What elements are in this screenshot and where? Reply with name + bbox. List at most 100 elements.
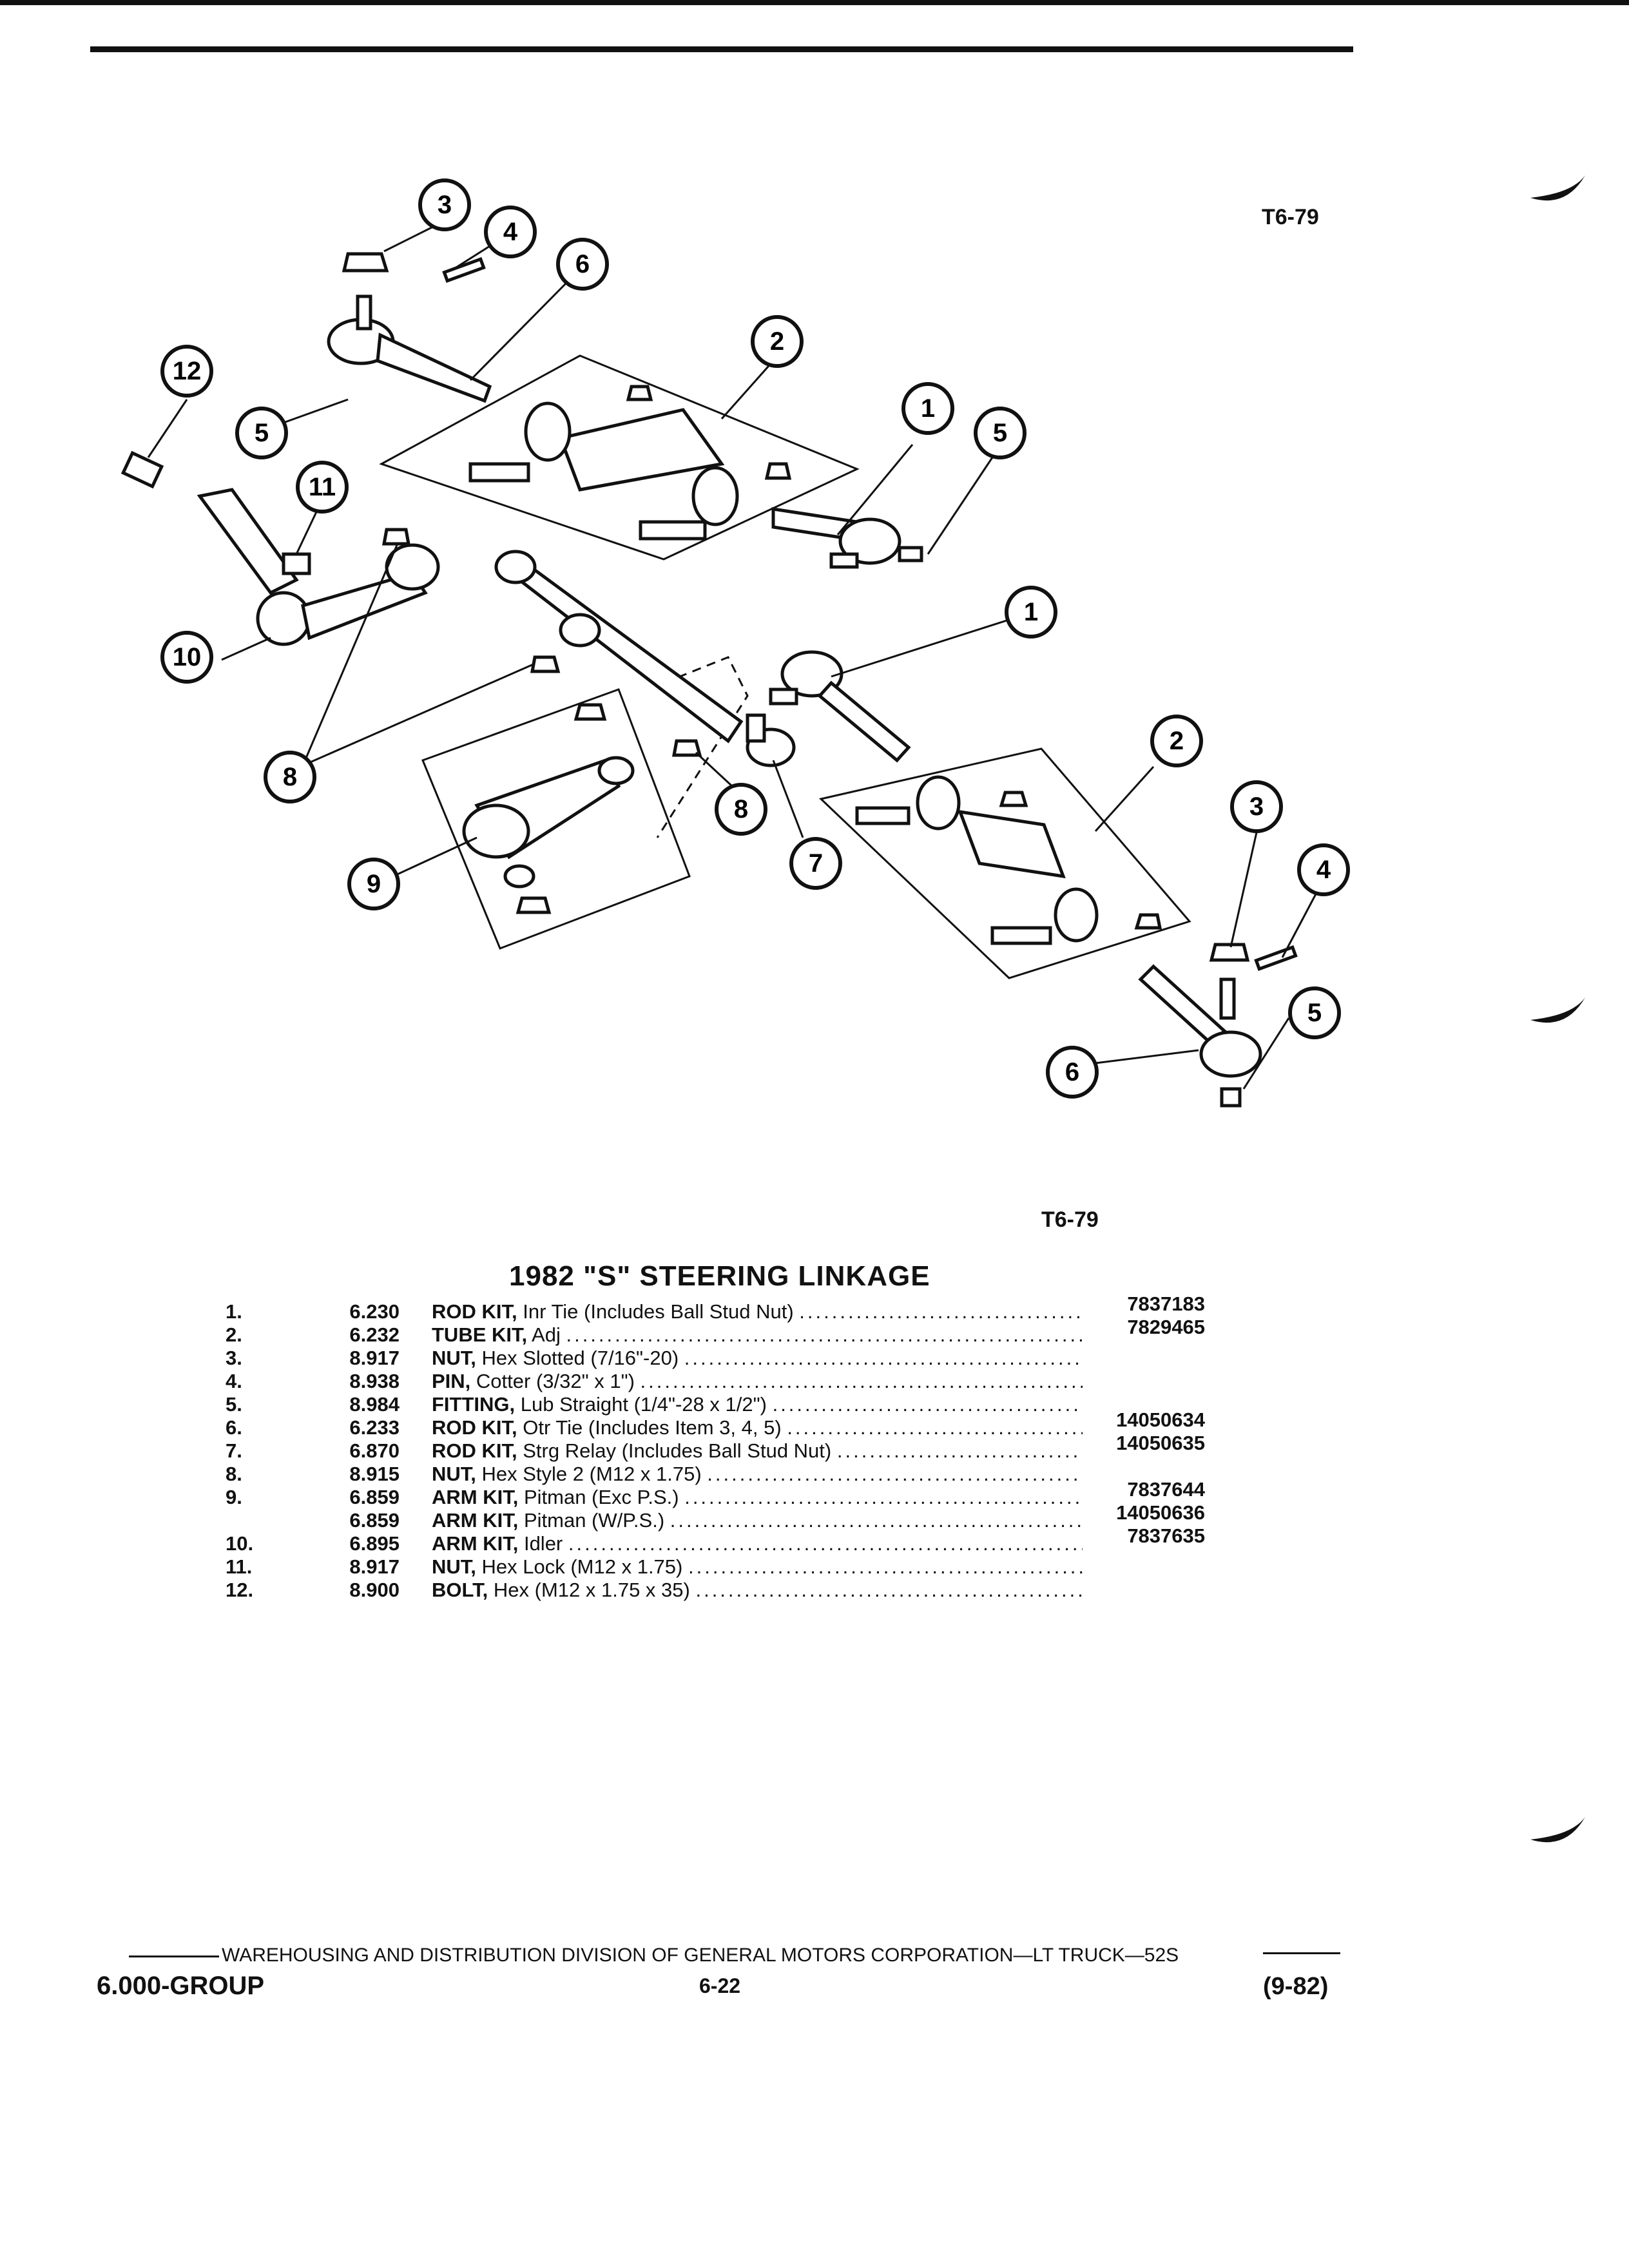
callout-3-lower: 3 <box>1230 780 1283 833</box>
svg-text:3: 3 <box>1249 793 1264 821</box>
item-number: 11. <box>226 1555 253 1578</box>
svg-text:5: 5 <box>993 419 1007 447</box>
inner-tie-rod-upper <box>771 507 923 569</box>
part-description: NUT, Hex Slotted (7/16"-20) ............… <box>432 1347 1083 1370</box>
pitman-arm-frame <box>421 688 691 950</box>
group-code: 8.917 <box>349 1555 400 1578</box>
part-name: ROD KIT, <box>432 1416 517 1439</box>
part-name: TUBE KIT, <box>432 1323 528 1346</box>
leader-dots: ........................................… <box>772 1393 1083 1416</box>
leader-dots: ........................................… <box>640 1370 1083 1392</box>
part-detail: Pitman (W/P.S.) <box>523 1509 665 1532</box>
tube-kit-lower <box>855 775 1162 945</box>
part-description: PIN, Cotter (3/32" x 1") ...............… <box>432 1370 1083 1393</box>
callout-5-upper-left: 5 <box>235 407 288 459</box>
svg-text:2: 2 <box>770 327 784 356</box>
footer-page-number: 6-22 <box>699 1974 741 1997</box>
exploded-parts-diagram: 3 4 6 2 12 5 11 1 5 10 1 8 8 2 3 7 9 4 5… <box>120 178 1350 1108</box>
part-name: PIN, <box>432 1370 471 1392</box>
leader-dots: ........................................… <box>836 1439 1083 1462</box>
part-name: ROD KIT, <box>432 1300 517 1323</box>
footer-right-rule <box>1263 1952 1340 1954</box>
group-code: 6.232 <box>349 1323 400 1346</box>
part-description: NUT, Hex Style 2 (M12 x 1.75) ..........… <box>432 1463 1083 1486</box>
item-number: 12. <box>226 1579 254 1601</box>
leader-dots: ........................................… <box>684 1347 1083 1369</box>
callout-2-upper: 2 <box>751 315 804 368</box>
part-description: BOLT, Hex (M12 x 1.75 x 35) ............… <box>432 1579 1083 1602</box>
callout-5-lower: 5 <box>1288 986 1341 1039</box>
binder-mark-top <box>1530 175 1585 201</box>
binder-mark-bottom <box>1530 1817 1585 1843</box>
leader-dots: ........................................… <box>568 1532 1083 1555</box>
leader-dots: ........................................… <box>799 1300 1083 1323</box>
svg-text:4: 4 <box>1316 856 1331 884</box>
item-number: 3. <box>226 1347 242 1369</box>
callout-10: 10 <box>160 631 213 684</box>
part-detail: Pitman (Exc P.S.) <box>523 1486 679 1508</box>
group-code: 8.915 <box>349 1463 400 1485</box>
group-code: 6.895 <box>349 1532 400 1555</box>
svg-text:4: 4 <box>503 218 518 246</box>
callout-11: 11 <box>296 461 349 514</box>
svg-text:9: 9 <box>367 870 381 898</box>
cotter-pin-lower <box>1254 945 1298 972</box>
group-code: 8.938 <box>349 1370 400 1392</box>
svg-text:6: 6 <box>575 250 590 278</box>
group-code: 6.230 <box>349 1300 400 1323</box>
part-number: 14050634 <box>1116 1408 1205 1431</box>
footer-publisher-line: WAREHOUSING AND DISTRIBUTION DIVISION OF… <box>129 1945 1179 1966</box>
top-edge-rule <box>0 0 1629 5</box>
item-number: 4. <box>226 1370 242 1392</box>
part-name: BOLT, <box>432 1579 488 1601</box>
item-number: 10. <box>226 1532 254 1555</box>
item-number: 8. <box>226 1463 242 1485</box>
svg-text:1: 1 <box>1024 598 1038 626</box>
leader-dots: ........................................… <box>695 1579 1083 1601</box>
callout-12: 12 <box>160 345 213 398</box>
callout-8-center: 8 <box>715 783 767 836</box>
part-detail: Idler <box>523 1532 563 1555</box>
callout-9: 9 <box>347 858 400 910</box>
part-description: ROD KIT, Strg Relay (Includes Ball Stud … <box>432 1439 1083 1463</box>
callout-3-upper: 3 <box>418 178 471 231</box>
header-rule <box>90 46 1353 52</box>
part-detail: Strg Relay (Includes Ball Stud Nut) <box>523 1439 832 1462</box>
leader-dots: ........................................… <box>787 1416 1083 1439</box>
callout-4-upper: 4 <box>484 206 537 258</box>
part-detail: Adj <box>532 1323 561 1346</box>
part-number: 14050635 <box>1116 1432 1205 1454</box>
part-name: ARM KIT, <box>432 1486 519 1508</box>
parts-row: 8. 8.915 NUT, Hex Style 2 (M12 x 1.75) ...… <box>193 1463 1224 1486</box>
callout-8-left: 8 <box>264 751 316 803</box>
part-number: 7837644 <box>1127 1478 1205 1501</box>
binder-mark-middle <box>1530 997 1585 1023</box>
part-name: FITTING, <box>432 1393 516 1416</box>
svg-text:5: 5 <box>1307 999 1322 1027</box>
svg-text:10: 10 <box>173 643 202 671</box>
part-description: FITTING, Lub Straight (1/4"-28 x 1/2") .… <box>432 1393 1083 1416</box>
idler-arm <box>120 450 440 646</box>
callout-2-lower: 2 <box>1150 715 1203 767</box>
item-number: 9. <box>226 1486 242 1508</box>
item-number: 7. <box>226 1439 242 1462</box>
part-name: NUT, <box>432 1463 476 1485</box>
callout-1-lower: 1 <box>1005 586 1057 639</box>
footer-date: (9-82) <box>1263 1973 1329 2000</box>
footer-publisher-text: WAREHOUSING AND DISTRIBUTION DIVISION OF… <box>222 1945 1179 1966</box>
svg-text:1: 1 <box>921 394 935 423</box>
part-number: 7837635 <box>1127 1524 1205 1547</box>
svg-text:6: 6 <box>1065 1058 1079 1086</box>
part-description: TUBE KIT, Adj ..........................… <box>432 1323 1083 1347</box>
callout-6-upper: 6 <box>556 238 609 291</box>
callout-6-lower: 6 <box>1046 1046 1099 1099</box>
